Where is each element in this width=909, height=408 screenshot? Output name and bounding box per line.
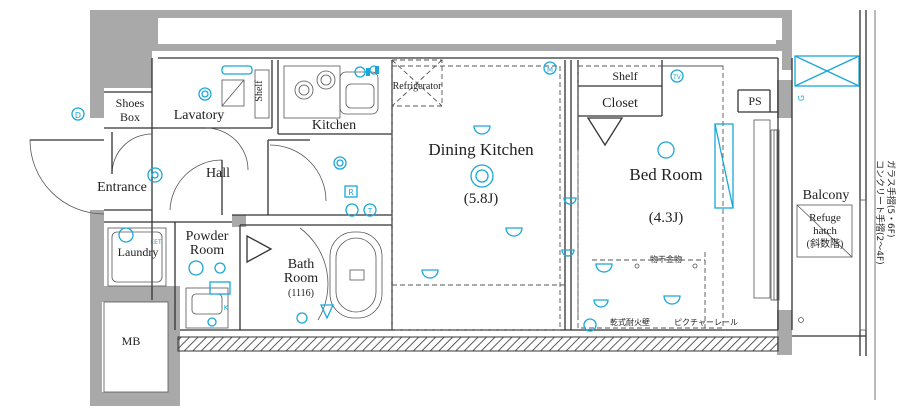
refuge-hatch-label-2: hatch — [813, 225, 837, 237]
shoes-box-label-1: Shoes — [116, 96, 145, 110]
marker-g: G — [797, 95, 806, 101]
refrigerator-label: Refrigerator — [393, 81, 443, 92]
windows — [753, 119, 867, 331]
marker-m: M — [547, 66, 553, 74]
railing-note-concrete: コンクリート手摺(2〜4F) — [874, 160, 886, 265]
marker-r: R — [348, 188, 354, 197]
bath-room-label-1: Bath — [288, 257, 314, 272]
bed-room-label: Bed Room — [629, 165, 702, 184]
ps-label: PS — [748, 94, 761, 108]
bath-door-symbol — [246, 234, 273, 264]
bath-size-label: (1116) — [288, 288, 314, 299]
electrical-symbols — [71, 61, 684, 332]
dining-kitchen-label: Dining Kitchen — [428, 140, 534, 159]
fixtures — [103, 55, 860, 393]
dry-wall-label: 乾式耐火壁 — [610, 317, 650, 327]
lavatory-label: Lavatory — [174, 108, 225, 123]
hall-label: Hall — [206, 166, 230, 181]
marker-k: K — [224, 304, 229, 312]
powder-room-label-2: Room — [190, 243, 224, 258]
closet-label: Closet — [602, 96, 638, 111]
closet-door-symbol — [586, 117, 624, 147]
refuge-hatch-label-1: Refuge — [809, 212, 841, 224]
shoes-box-label-2: Box — [120, 110, 140, 124]
dining-size-label: (5.8J) — [464, 191, 499, 207]
marker-t: T — [367, 207, 373, 215]
walls — [90, 10, 792, 406]
laundry-label: Laundry — [118, 245, 159, 259]
hanger-hook-left — [634, 263, 640, 269]
slab-hatch — [177, 336, 779, 352]
marker-eet: EET — [150, 239, 162, 246]
marker-tv: TV — [672, 74, 682, 81]
railing-note-glass: ガラス手摺(5・6F) — [885, 160, 897, 237]
doors — [29, 127, 329, 321]
mb-label: MB — [122, 334, 141, 348]
entrance-label: Entrance — [97, 180, 147, 195]
drain-symbol — [798, 317, 804, 323]
kitchen-label: Kitchen — [312, 118, 356, 133]
picture-rail-label: ピクチャーレール — [674, 318, 738, 327]
marker-d: D — [75, 111, 81, 120]
hanger-hook-right — [692, 263, 698, 269]
markers: D M TV R T G K EET — [75, 66, 806, 312]
balcony-label: Balcony — [803, 188, 850, 203]
shelf-label: Shelf — [612, 69, 637, 83]
refuge-hatch-label-3: (斜数階) — [807, 237, 844, 250]
bath-room-label-2: Room — [284, 271, 318, 286]
hanger-label: 物干金物 — [650, 254, 682, 264]
bed-size-label: (4.3J) — [649, 210, 684, 226]
shelf-small-label: Shelf — [254, 80, 265, 102]
room-labels: Shoes Box Lavatory Shelf Kitchen Refrige… — [97, 69, 849, 348]
powder-room-label-1: Powder — [186, 229, 229, 244]
